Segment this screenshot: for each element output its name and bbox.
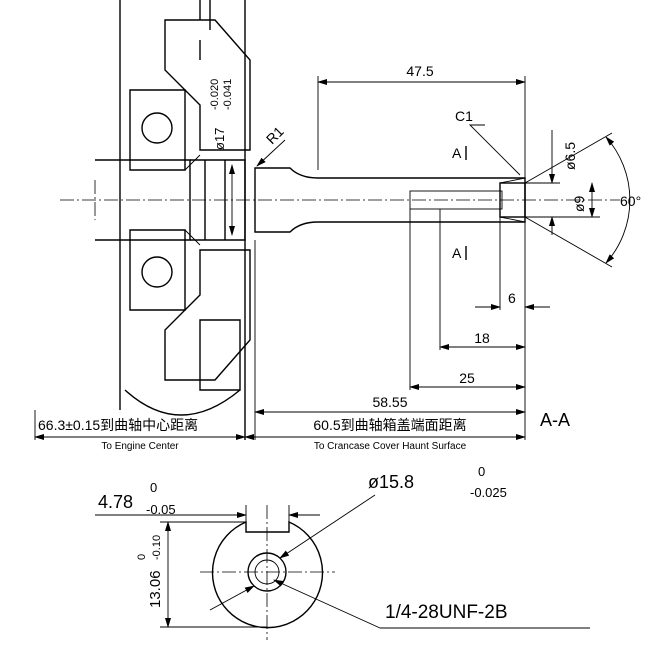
dia-17-tol-lower: -0.041 [222,79,234,110]
height-tol-lower: -0.10 [151,535,163,560]
engine-center-cn: 66.3±0.15到曲轴中心距离 [38,417,198,433]
section-label-a-a: A-A [540,410,570,430]
section-mark-bottom: A [452,245,462,261]
engine-center-en: To Engine Center [101,441,179,452]
dim-58-55: 58.55 [372,394,407,410]
dia-15-8: ø15.8 [368,472,414,492]
dim-6: 6 [508,290,516,306]
dia-9: ø9 [571,195,587,212]
dia-17: ø17 [212,128,227,150]
bearing-ball-bottom [141,256,173,288]
cover-distance-en: To Crancase Cover Haunt Surface [314,441,467,452]
thread-spec: 1/4-28UNF-2B [385,602,508,623]
radius-r1: R1 [263,123,287,147]
chamfer-c1: C1 [455,108,473,124]
dim-25: 25 [459,370,475,386]
angle-60: 60° [620,193,641,209]
dim-18: 18 [474,330,490,346]
dia-6-5: ø6.5 [562,142,578,170]
key-width-tol-lower: -0.05 [146,502,176,517]
key-width: 4.78 [98,492,133,512]
section-a-a: 4.78 0 -0.05 ø15.8 0 -0.025 13.06 0 -0.1… [95,464,590,640]
output-shaft [60,167,620,233]
dimensions-main: 47.5 C1 A A ø6.5 ø9 60° R1 ø17 -0.020 -0… [34,63,641,452]
bearing-ball-top [141,112,173,144]
dia-15-8-tol-upper: 0 [478,464,485,479]
key-width-tol-upper: 0 [150,480,157,495]
height-13-06: 13.06 [147,570,164,608]
engine-housing [95,0,251,440]
height-tol-upper: 0 [136,554,148,560]
cover-distance-cn: 60.5到曲轴箱盖端面距离 [313,417,466,433]
section-mark-top: A [452,145,462,161]
dim-47-5: 47.5 [406,63,433,79]
dia-15-8-tol-lower: -0.025 [470,485,507,500]
dia-17-tol-upper: -0.020 [209,79,221,110]
